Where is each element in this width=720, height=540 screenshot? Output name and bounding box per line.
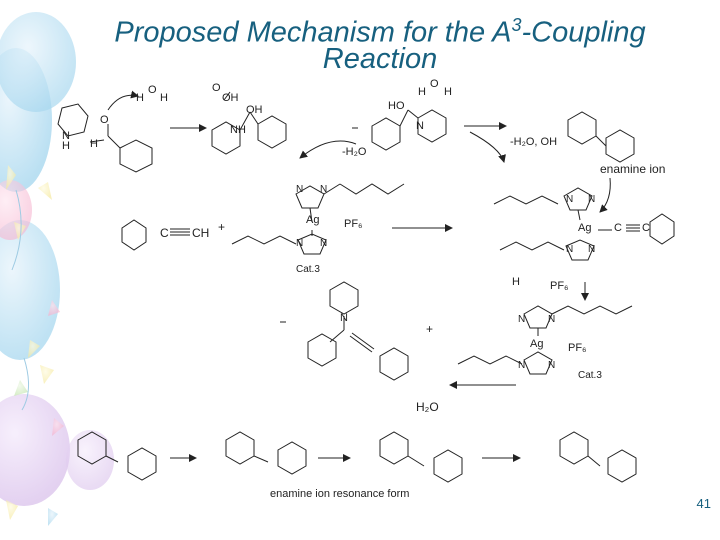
acetylide-n3: N: [566, 244, 574, 255]
propargylamine-product: [307, 281, 409, 381]
resonance-structure-4: [559, 431, 637, 483]
amine-h: H: [62, 140, 70, 152]
acetylide-n1: N: [566, 194, 574, 205]
amine-n: N: [62, 130, 70, 142]
water-h1: H: [136, 92, 144, 104]
cat3-caption: Cat.3: [296, 264, 320, 275]
hemiaminal-oh2: OH: [246, 104, 263, 116]
regen-pf6: PF₆: [568, 342, 587, 354]
hemiaminal-o: O: [212, 82, 221, 94]
hemiaminal-2-structure: [371, 109, 447, 151]
enamine-ion-caption: enamine ion: [600, 162, 666, 176]
hemiaminal-oh1: OH: [222, 92, 239, 104]
product-n: N: [340, 312, 348, 324]
hemiaminal2-water-h: H: [444, 86, 452, 98]
hemiaminal2-n: N: [416, 120, 424, 132]
resonance-structure-1: [77, 431, 157, 481]
piperidine-ring: [57, 103, 89, 137]
title-suffix: -Coupling: [521, 16, 646, 49]
acetylide-n2: N: [588, 194, 596, 205]
acetylide-pf6: PF₆: [550, 280, 569, 292]
hemiaminal2-water-o: O: [430, 78, 439, 90]
acetylide-c2: C: [642, 222, 650, 234]
hemiaminal-nh: NH: [230, 124, 246, 136]
product-plus: +: [426, 322, 434, 336]
slide-title-line2: Reaction: [322, 43, 438, 75]
curved-arrow-dehydration: [299, 140, 357, 159]
alkyne-c: C: [160, 226, 169, 240]
resonance-structure-3: [379, 431, 463, 483]
curved-arrow-1: [107, 90, 139, 111]
hemiaminal2-h: H: [418, 86, 426, 98]
curved-arrow-attack: [599, 177, 611, 213]
regen-n4: N: [548, 360, 556, 371]
dehydration-label: -H₂O: [342, 146, 367, 158]
water-label: H₂O: [416, 400, 439, 414]
resonance-structure-2: [225, 431, 307, 475]
regen-n3: N: [518, 360, 526, 371]
page-number: 41: [696, 496, 711, 511]
title-superscript: 3: [511, 15, 522, 35]
acetylide-c1: C: [614, 222, 622, 234]
aldehyde-h: H: [90, 138, 98, 150]
benzaldehyde-ring: [107, 124, 153, 173]
iminium-arrow-label: -H₂O, OH: [510, 136, 558, 148]
cat3-regenerated: [457, 305, 633, 375]
slide-title-line1: Proposed Mechanism for the A3-Coupling: [20, 8, 720, 50]
acetylide-n4: N: [588, 244, 596, 255]
cat-n1: N: [296, 184, 304, 195]
alkyne-ch: CH: [192, 226, 210, 240]
reaction-scheme: [57, 90, 675, 483]
acetylide-h: H: [512, 276, 520, 288]
regen-ag: Ag: [530, 338, 544, 350]
cat-n4: N: [320, 238, 328, 249]
cat-n3: N: [296, 238, 304, 249]
title-prefix: Proposed Mechanism for the A: [114, 16, 512, 49]
curved-arrow-iminium: [469, 131, 506, 163]
alkyne-plus: +: [218, 220, 226, 234]
regen-n1: N: [518, 314, 526, 325]
water-o: O: [148, 84, 157, 96]
cat-n2: N: [320, 184, 328, 195]
hemiaminal-structure: [211, 91, 287, 155]
resonance-caption: enamine ion resonance form: [270, 488, 410, 500]
phenylacetylene: [121, 219, 190, 251]
carbonyl-o: O: [100, 114, 109, 126]
water-h2: H: [160, 92, 168, 104]
cat-ag: Ag: [306, 214, 320, 226]
regen-n2: N: [548, 314, 556, 325]
cat-pf6: PF₆: [344, 218, 363, 230]
silver-acetylide-complex: [493, 187, 675, 261]
regen-cat3-caption: Cat.3: [578, 370, 602, 381]
acetylide-ag: Ag: [578, 222, 592, 234]
cat3-complex: [231, 183, 405, 255]
iminium-structure: [567, 111, 635, 163]
hemiaminal2-ho: HO: [388, 100, 405, 112]
